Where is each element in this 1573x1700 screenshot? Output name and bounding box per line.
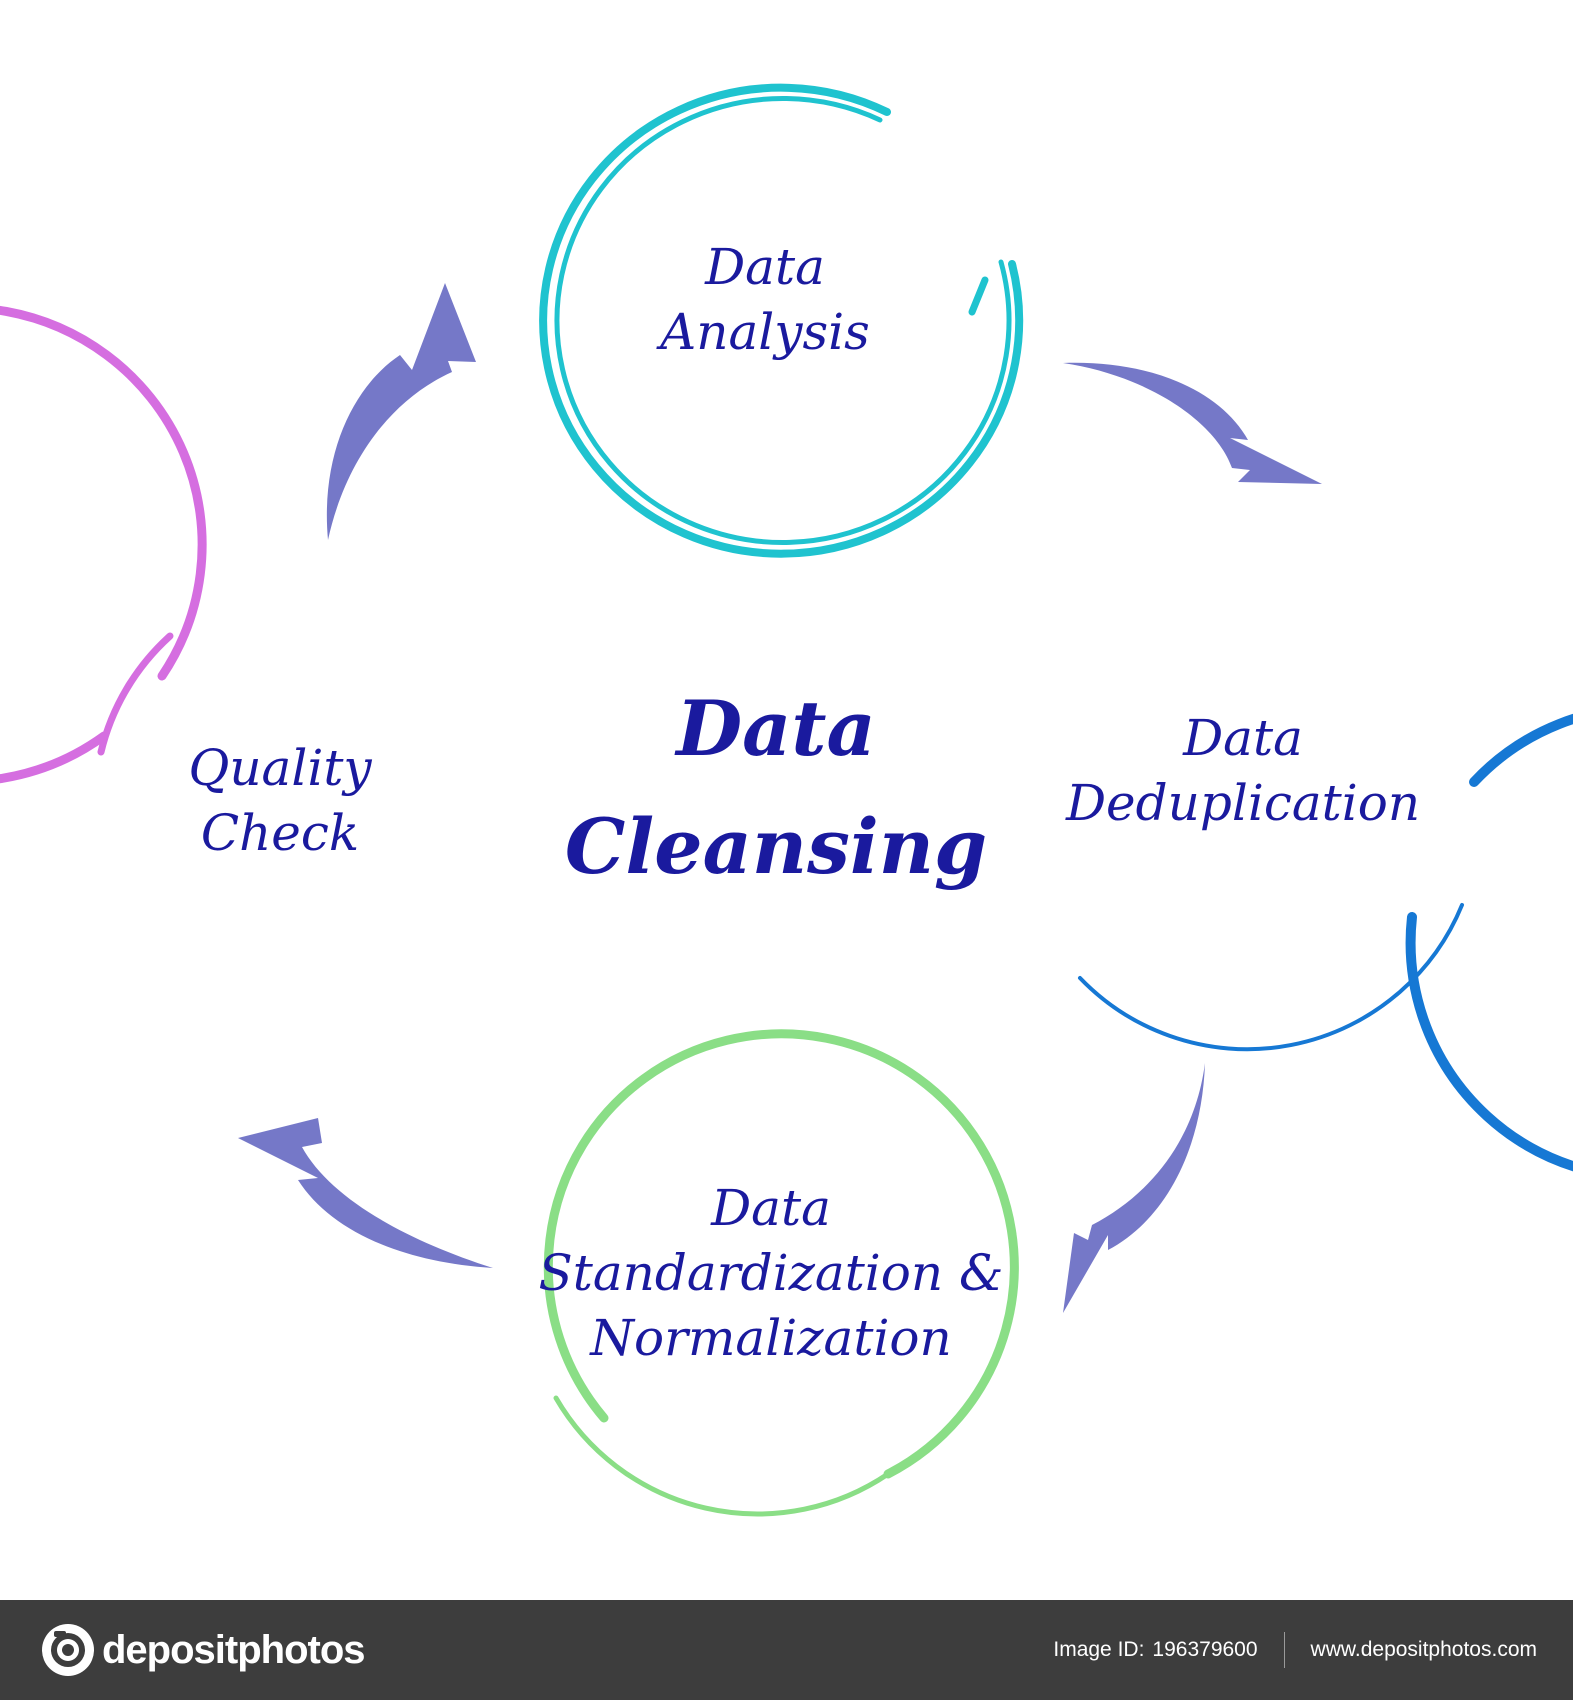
- arrow-deduplication-to-standardization: [1063, 1063, 1205, 1313]
- brand-name: depositphotos: [102, 1627, 366, 1672]
- image-id-value: 196379600: [1152, 1638, 1258, 1661]
- stock-photo-footer: depositphotos Image ID: 196379600 www.de…: [0, 1600, 1573, 1700]
- node-label-quality: Quality Check: [188, 736, 371, 866]
- node-label-analysis-line-2: Analysis: [660, 303, 870, 361]
- node-circle-quality: [0, 305, 207, 784]
- node-circle-standardization: [543, 1029, 1019, 1517]
- node-label-deduplication-line-1: Data: [1183, 709, 1303, 767]
- node-label-deduplication-line-2: Deduplication: [1065, 774, 1421, 832]
- arrow-quality-to-analysis: [326, 283, 476, 540]
- arrow-analysis-to-deduplication: [1063, 362, 1322, 484]
- node-label-standardization-line-3: Normalization: [590, 1309, 952, 1367]
- camera-icon: [42, 1624, 94, 1676]
- node-circle-analysis: [539, 83, 1024, 558]
- node-circle-deduplication: [1078, 713, 1573, 1172]
- node-label-analysis: Data Analysis: [660, 235, 870, 365]
- node-label-analysis-line-1: Data: [705, 238, 825, 296]
- brand-logo[interactable]: depositphotos: [40, 1622, 366, 1678]
- node-label-quality-line-2: Check: [200, 804, 360, 862]
- image-id-label: Image ID:: [1053, 1638, 1145, 1661]
- node-label-standardization-line-2: Standardization &: [538, 1244, 1004, 1302]
- site-url-link[interactable]: www.depositphotos.com: [1310, 1638, 1537, 1661]
- center-title: Data Cleansing: [565, 670, 987, 906]
- node-label-deduplication: Data Deduplication: [1066, 706, 1420, 836]
- node-label-quality-line-1: Quality: [188, 739, 372, 797]
- node-label-standardization: Data Standardization & Normalization: [538, 1176, 1003, 1371]
- data-cleansing-cycle-diagram: Data Analysis Data Deduplication Data St…: [0, 83, 1573, 1517]
- diagram-graphics: [0, 83, 1573, 1517]
- center-title-line-1: Data: [676, 684, 876, 773]
- node-label-standardization-line-1: Data: [711, 1179, 831, 1237]
- center-title-line-2: Cleansing: [564, 801, 988, 891]
- footer-info: Image ID: 196379600 www.depositphotos.co…: [1053, 1600, 1537, 1700]
- arrow-standardization-to-quality: [238, 1118, 493, 1268]
- footer-divider: [1283, 1632, 1285, 1668]
